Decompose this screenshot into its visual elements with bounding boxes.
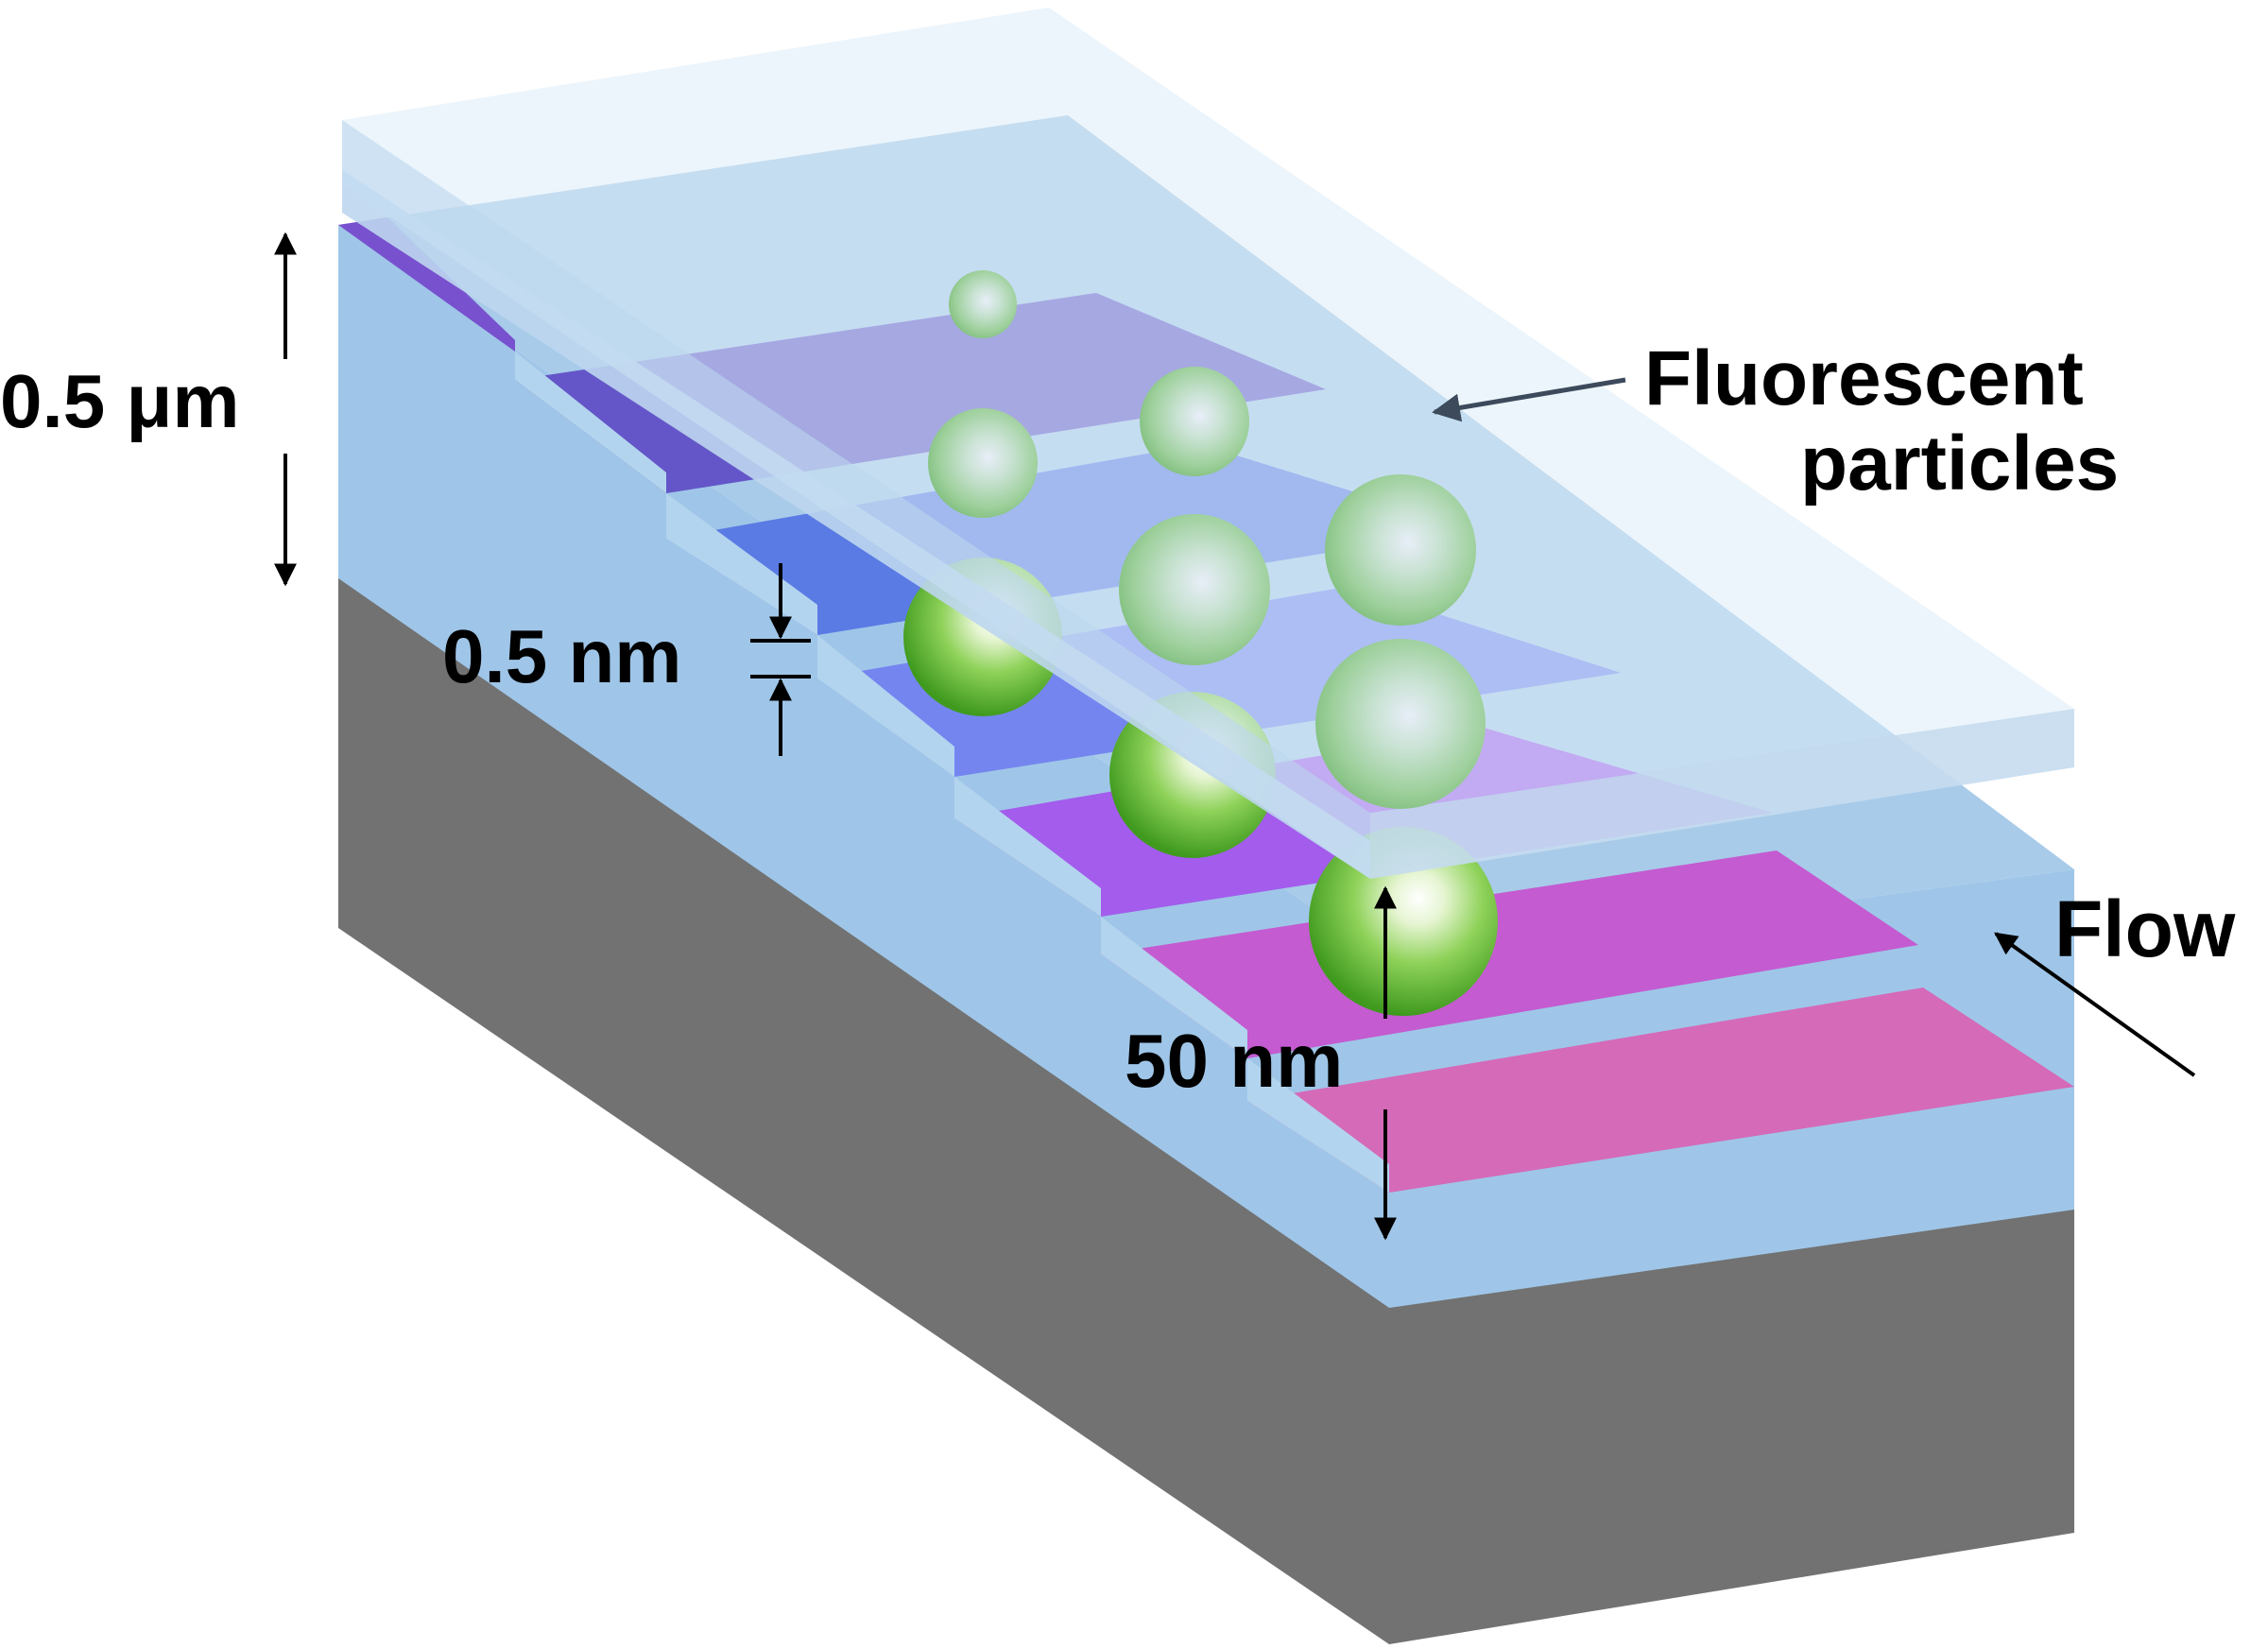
step-stripe-1 bbox=[338, 217, 515, 352]
gap-height-label: 50 nm bbox=[1125, 1019, 1343, 1103]
flow-arrow bbox=[1994, 932, 2196, 1077]
substrate-right-face bbox=[1389, 1208, 2074, 1644]
flow-callout: Flow bbox=[1994, 885, 2236, 1077]
step-stripe-6 bbox=[1101, 850, 1918, 1058]
substrate bbox=[338, 576, 2074, 1644]
step-riser bbox=[1247, 1058, 1389, 1193]
particles-label-line2: particles bbox=[1800, 421, 2119, 507]
fluorescent-particle bbox=[1119, 514, 1270, 665]
cover-slip-front-edge bbox=[342, 120, 1370, 879]
channel-height-dimension: 0.5 μm bbox=[0, 232, 297, 587]
particles-label-line1: Fluorescent bbox=[1644, 335, 2084, 421]
step-riser bbox=[1101, 917, 1247, 1058]
fluorescent-particle bbox=[949, 270, 1017, 338]
particles-pointer-arrow bbox=[1432, 377, 1626, 422]
fluorescent-particle bbox=[1140, 367, 1249, 476]
fluorescent-particle bbox=[1309, 827, 1498, 1016]
channel-height-label: 0.5 μm bbox=[0, 359, 240, 443]
cover-slip-right-edge bbox=[1370, 709, 2074, 879]
step-height-label: 0.5 nm bbox=[442, 614, 681, 698]
flow-label: Flow bbox=[2054, 885, 2236, 973]
substrate-front-face bbox=[338, 576, 1389, 1644]
particles-upper bbox=[928, 270, 1486, 809]
step-height-dimension: 0.5 nm bbox=[442, 563, 811, 756]
channel-front-face bbox=[338, 225, 1389, 1308]
step-stripe-7 bbox=[1247, 988, 2074, 1193]
step-riser bbox=[817, 635, 954, 777]
fluorescent-particle bbox=[928, 408, 1038, 518]
gap-height-dimension: 50 nm bbox=[1125, 885, 1397, 1241]
fluorescent-particle bbox=[1315, 639, 1486, 809]
fluorescent-particle bbox=[1325, 474, 1476, 626]
step-riser bbox=[515, 352, 666, 493]
particles-callout: Fluorescent particles bbox=[1432, 335, 2119, 507]
step-riser bbox=[954, 777, 1101, 917]
